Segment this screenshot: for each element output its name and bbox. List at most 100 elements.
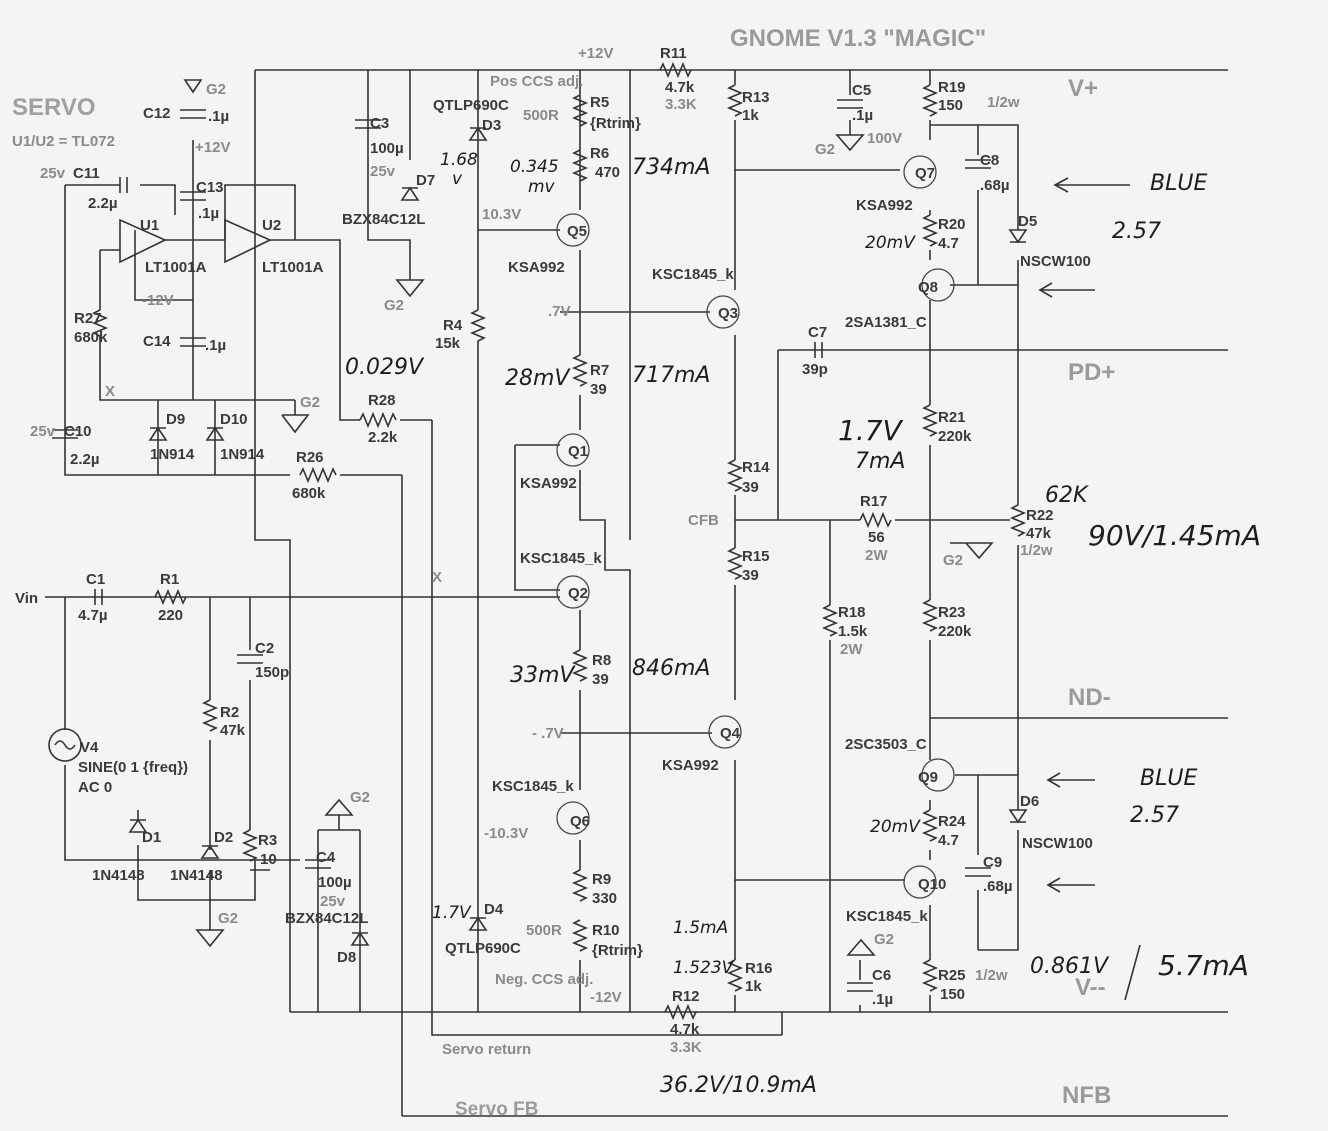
r19-value: 150: [938, 97, 963, 114]
r22-ref: R22: [1026, 507, 1054, 524]
r18-value: 1.5k: [838, 623, 868, 640]
transistor-q6: [556, 801, 590, 835]
d1-model: 1N4148: [92, 867, 145, 884]
note-0-345-mv: mv: [528, 177, 556, 197]
capacitor-c1: [94, 589, 103, 605]
note-734ma: 734mA: [632, 155, 710, 180]
q1-ref: Q1: [568, 443, 588, 460]
r27-value: 680k: [74, 329, 108, 346]
transistor-q3: [706, 295, 740, 329]
ground-symbols: G2 G2 G2 G2 G2 G2 G2 G2: [183, 79, 994, 956]
capacitor-c3: [355, 119, 381, 129]
c3-value: 100µ: [370, 140, 404, 157]
g2-c12: G2: [206, 81, 226, 98]
capacitor-c4: [305, 859, 331, 869]
led-d4: [468, 916, 488, 931]
capacitor-c5: [837, 99, 863, 109]
handwritten-notes: 1.68 v 0.345 mv 734mA 0.029V 28mV 717mA …: [345, 150, 1261, 1098]
r10-ref: R10: [592, 922, 620, 939]
d6-model: NSCW100: [1022, 835, 1093, 852]
q4-ref: Q4: [720, 725, 741, 742]
g2-d7: G2: [384, 297, 404, 314]
note-2-57-1: 2.57: [1112, 219, 1161, 244]
u2-ref: U2: [262, 217, 281, 234]
note-0-029v: 0.029V: [345, 355, 425, 380]
capacitor-c9: [965, 867, 991, 877]
note-62k: 62K: [1045, 483, 1089, 508]
q10-model: KSC1845_k: [846, 908, 928, 925]
servo-note: U1/U2 = TL072: [12, 133, 115, 150]
r3-ref: R3: [258, 832, 277, 849]
capacitor-c7: [814, 342, 823, 358]
output-section: C5 .1µ 100V R19 150 1/2w Q7 KSA992 C8 .6…: [802, 79, 1093, 1008]
note-33mv: 33mV: [510, 663, 576, 688]
q3-ref: Q3: [718, 305, 738, 322]
resistor-r23: [921, 599, 939, 632]
note-1-5ma: 1.5mA: [673, 918, 728, 938]
q8-model: 2SA1381_C: [845, 314, 927, 331]
resistor-r25: [921, 959, 939, 992]
resistor-r4: [469, 309, 487, 350]
net-n07: - .7V: [532, 725, 564, 742]
c1-value: 4.7µ: [78, 607, 108, 624]
note-blue-2: BLUE: [1140, 766, 1197, 791]
r20-value: 4.7: [938, 235, 959, 252]
r5-ref: R5: [590, 94, 609, 111]
r9-ref: R9: [592, 871, 611, 888]
v4-ac: AC 0: [78, 779, 112, 796]
c4-volt: 25v: [320, 893, 346, 910]
resistor-r2: [201, 699, 219, 732]
r28-ref: R28: [368, 392, 396, 409]
net-n12-servo: -12V: [142, 292, 174, 309]
r6-value: 470: [595, 164, 620, 181]
r13-ref: R13: [742, 89, 770, 106]
q2-model: KSC1845_k: [520, 550, 602, 567]
note-28mv: 28mV: [505, 366, 571, 391]
transistor-q4: [708, 715, 742, 749]
d9-model: 1N914: [150, 446, 195, 463]
transistor-q10: [903, 865, 937, 899]
r27-ref: R27: [74, 310, 102, 327]
d2-model: 1N4148: [170, 867, 223, 884]
d7-model: BZX84C12L: [342, 211, 425, 228]
u2-model: LT1001A: [262, 259, 324, 276]
r13-value: 1k: [742, 107, 759, 124]
r1-ref: R1: [160, 571, 179, 588]
d5-ref: D5: [1018, 213, 1037, 230]
resistor-r19: [921, 84, 939, 117]
c8-value: .68µ: [980, 177, 1010, 194]
transistor-q2: [556, 575, 590, 609]
rail-pdplus: PD+: [1068, 359, 1115, 386]
r8-ref: R8: [592, 652, 611, 669]
net-cfb: CFB: [688, 512, 719, 529]
arrow-d6: [1046, 877, 1095, 893]
resistor-r20: [921, 214, 939, 247]
slash-mark: [1124, 944, 1141, 1001]
note-20mv-2: 20mV: [870, 817, 921, 837]
servo-section: U1 LT1001A U2 LT1001A 25v C11 2.2µ C12 .…: [30, 105, 398, 502]
capacitor-c2: [237, 654, 263, 664]
note-1-7v: 1.7V: [838, 414, 904, 447]
d9-ref: D9: [166, 411, 185, 428]
c9-ref: C9: [983, 854, 1002, 871]
r21-ref: R21: [938, 409, 966, 426]
resistor-r10: [571, 919, 589, 952]
r15-ref: R15: [742, 548, 770, 565]
rail-ndminus: ND-: [1068, 684, 1111, 711]
r25-power: 1/2w: [975, 967, 1008, 984]
vas-section: C3 100µ 25v D7 BZX84C12L QTLP690C D3 R4 …: [342, 45, 773, 1056]
r2-value: 47k: [220, 722, 246, 739]
r7-value: 39: [590, 381, 607, 398]
q6-ref: Q6: [570, 813, 590, 830]
rail-nfb: NFB: [1062, 1082, 1111, 1109]
capacitor-c13: [180, 191, 206, 201]
r17-ref: R17: [860, 493, 888, 510]
led-d6: [1008, 809, 1028, 824]
q5-model: KSA992: [508, 259, 565, 276]
note-1-523v: 1.523V: [673, 958, 735, 978]
r22-power: 1/2w: [1020, 542, 1053, 559]
q7-model: KSA992: [856, 197, 913, 214]
r26-ref: R26: [296, 449, 324, 466]
schematic-title: GNOME V1.3 "MAGIC": [730, 25, 986, 52]
